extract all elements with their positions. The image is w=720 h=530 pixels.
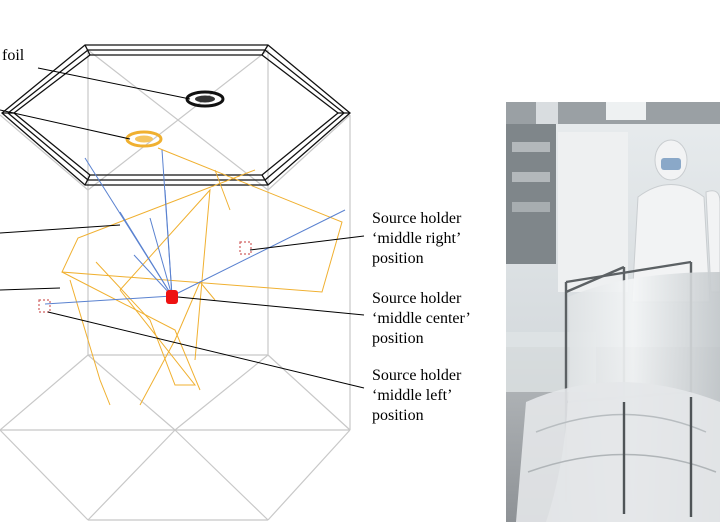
label-middle-right-line3: position [372, 250, 424, 267]
cleanroom-photo [506, 102, 720, 522]
orange-tracks [61, 147, 343, 406]
label-middle-center-line1: Source holder [372, 290, 462, 307]
hexagon-foil [0, 44, 352, 186]
label-middle-right: Source holder ‘middle right’ position [372, 209, 461, 269]
label-middle-center-line2: ‘middle center’ [372, 310, 471, 327]
orange-disk-source [125, 130, 163, 148]
detector-diagram [0, 44, 365, 521]
leader-lines [0, 67, 365, 389]
label-middle-left-line2: ‘middle left’ [372, 387, 453, 404]
label-middle-right-line1: Source holder [372, 210, 462, 227]
source-center-marker [166, 290, 178, 304]
label-middle-left: Source holder ‘middle left’ position [372, 366, 461, 426]
label-middle-left-line3: position [372, 407, 424, 424]
blue-tracks [44, 149, 346, 305]
label-middle-center: Source holder ‘middle center’ position [372, 289, 471, 349]
label-foil-text: foil [2, 47, 25, 64]
support-frame [0, 49, 351, 521]
source-right-marker [239, 241, 252, 255]
label-middle-center-line3: position [372, 330, 424, 347]
label-middle-left-line1: Source holder [372, 367, 462, 384]
label-middle-right-line2: ‘middle right’ [372, 230, 462, 247]
photo-cleanroom-hexagonal-frame [506, 102, 720, 522]
label-foil: foil [2, 46, 24, 66]
source-left-marker [38, 299, 51, 313]
black-disk-source [185, 90, 225, 108]
